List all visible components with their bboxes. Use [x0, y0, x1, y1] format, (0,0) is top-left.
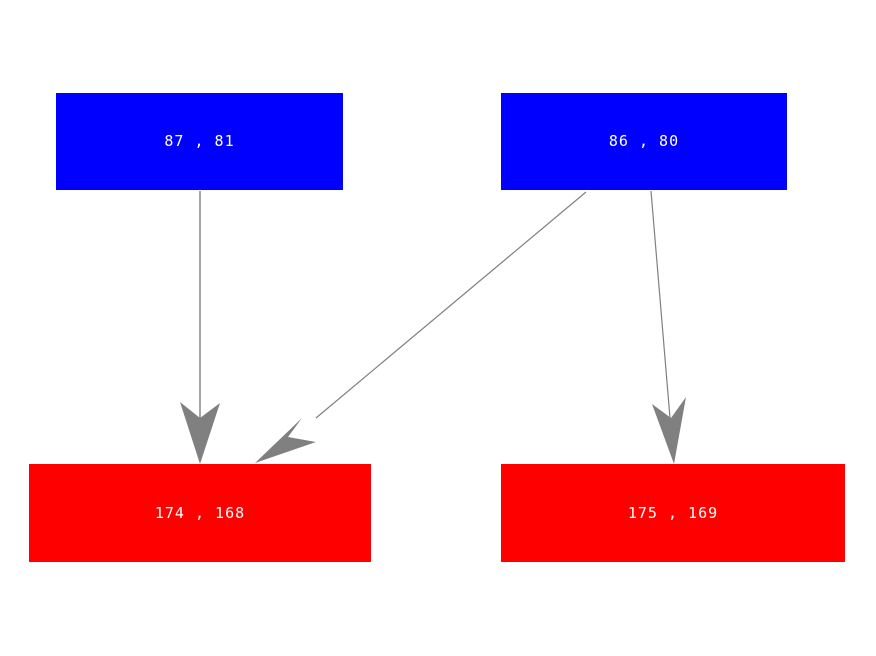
edge-a-c-arrowhead [180, 402, 220, 464]
graph-node-d[interactable]: 175 , 169 [501, 464, 845, 562]
edge-b-d-arrowhead [652, 397, 686, 464]
edge-b-c-arrowhead [255, 418, 316, 463]
edge-a-c [180, 191, 220, 464]
graph-node-b[interactable]: 86 , 80 [501, 93, 787, 190]
edge-b-d [650, 190, 686, 464]
graph-node-a-label: 87 , 81 [164, 132, 235, 150]
graph-node-a[interactable]: 87 , 81 [56, 93, 343, 190]
graph-node-b-label: 86 , 80 [608, 132, 680, 150]
graph-node-c[interactable]: 174 , 168 [29, 464, 371, 562]
edge-b-c [255, 191, 587, 463]
graph-node-c-label: 174 , 168 [154, 503, 246, 522]
edge-b-c-line [315, 191, 587, 419]
graph-node-d-label: 175 , 169 [627, 503, 719, 522]
edge-b-d-line [650, 190, 671, 419]
